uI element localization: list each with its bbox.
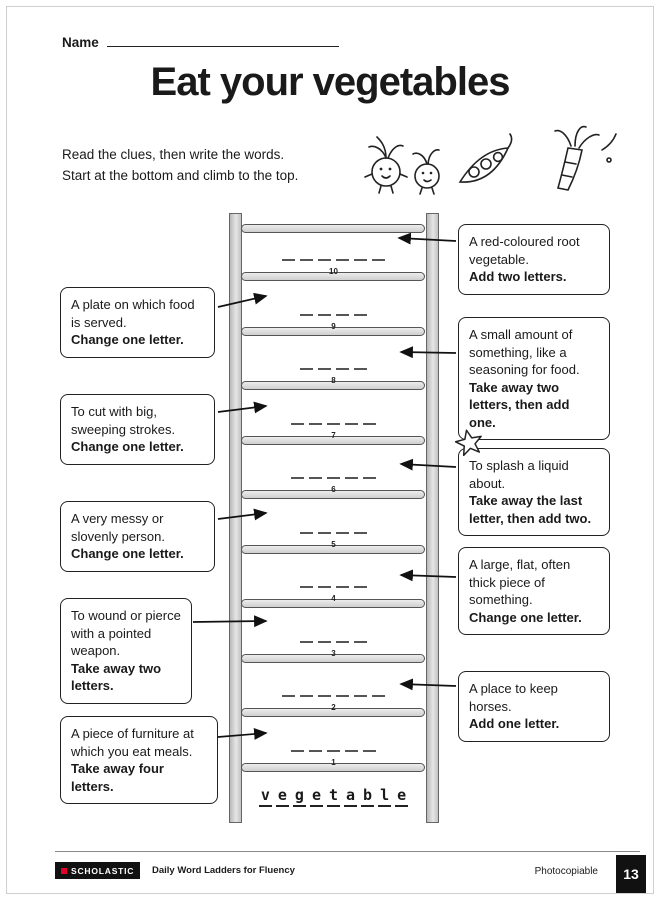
clue-text: A small amount of something, like a seas… bbox=[469, 327, 580, 378]
answer-blank-4[interactable] bbox=[243, 575, 424, 593]
answer-blank-10[interactable] bbox=[243, 248, 424, 266]
ladder-rung-bar bbox=[241, 436, 425, 445]
clue-left-3: A very messy or slovenly person. Change … bbox=[60, 501, 215, 572]
clue-left-2: To cut with big, sweeping strokes. Chang… bbox=[60, 394, 215, 465]
answer-blank-1[interactable] bbox=[243, 739, 424, 757]
rung-number: 3 bbox=[331, 649, 336, 658]
ladder-rung-bar bbox=[241, 224, 425, 233]
name-input-line[interactable] bbox=[106, 32, 339, 47]
series-title: Daily Word Ladders for Fluency bbox=[152, 865, 295, 876]
clue-text: To splash a liquid about. bbox=[469, 458, 569, 491]
answer-blank-2[interactable] bbox=[243, 684, 424, 702]
ladder-rung-bar bbox=[241, 490, 425, 499]
ladder-rung-bar bbox=[241, 545, 425, 554]
clue-action: Change one letter. bbox=[71, 332, 184, 348]
clue-text: A piece of furniture at which you eat me… bbox=[71, 726, 194, 759]
clue-action: Change one letter. bbox=[71, 439, 184, 455]
clue-action: Add two letters. bbox=[469, 269, 567, 285]
vegetables-illustration bbox=[364, 125, 617, 195]
clue-text: A large, flat, often thick piece of some… bbox=[469, 557, 571, 608]
clue-text: A plate on which food is served. bbox=[71, 297, 195, 330]
rung-number: 4 bbox=[331, 594, 336, 603]
ladder-rung-bar bbox=[241, 763, 425, 772]
clue-action: Take away four letters. bbox=[71, 761, 164, 794]
clue-left-4: To wound or pierce with a pointed weapon… bbox=[60, 598, 192, 704]
name-row: Name bbox=[62, 32, 339, 50]
clue-action: Take away the last letter, then add two. bbox=[469, 493, 592, 526]
ladder-step-2: 2 bbox=[243, 684, 424, 713]
ladder-step-6: 6 bbox=[243, 466, 424, 495]
clue-action: Change one letter. bbox=[469, 609, 582, 625]
ladder-step-7: 7 bbox=[243, 412, 424, 441]
ladder-rung-bar bbox=[241, 381, 425, 390]
answer-blank-7[interactable] bbox=[243, 412, 424, 430]
star-doodle bbox=[454, 429, 482, 456]
ladder-rung-bar bbox=[241, 272, 425, 281]
name-label: Name bbox=[62, 35, 99, 50]
ladder-step-4: 4 bbox=[243, 575, 424, 604]
answer-blank-3[interactable] bbox=[243, 630, 424, 648]
radish-character-1 bbox=[364, 136, 408, 194]
clue-text: To wound or pierce with a pointed weapon… bbox=[71, 608, 181, 659]
rung-number: 9 bbox=[331, 322, 336, 331]
answer-blank-9[interactable] bbox=[243, 303, 424, 321]
page-title: Eat your vegetables bbox=[150, 60, 511, 104]
ladder-step-9: 9 bbox=[243, 303, 424, 332]
clue-action: Change one letter. bbox=[71, 546, 184, 562]
clue-right-3: To splash a liquid about. Take away the … bbox=[458, 448, 610, 537]
radish-character-2 bbox=[412, 149, 440, 195]
instructions-line-1: Read the clues, then write the words. bbox=[62, 147, 285, 162]
answer-blank-8[interactable] bbox=[243, 357, 424, 375]
clue-right-4: A large, flat, often thick piece of some… bbox=[458, 547, 610, 636]
clue-text: A place to keep horses. bbox=[469, 681, 558, 714]
rung-number: 8 bbox=[331, 376, 336, 385]
footer-divider bbox=[55, 851, 640, 852]
answer-blank-5[interactable] bbox=[243, 521, 424, 539]
ladder-step-3: 3 bbox=[243, 630, 424, 659]
scholastic-logo-text: SCHOLASTIC bbox=[71, 865, 135, 876]
pea-pod bbox=[458, 133, 513, 183]
page-number-badge: 13 bbox=[616, 855, 646, 893]
ladder-left-rail bbox=[229, 213, 242, 823]
ladder-rung-bar bbox=[241, 654, 425, 663]
answer-blank-6[interactable] bbox=[243, 466, 424, 484]
rung-number: 1 bbox=[331, 758, 336, 767]
clue-action: Take away two letters, then add one. bbox=[469, 379, 570, 430]
clue-text: A red-coloured root vegetable. bbox=[469, 234, 580, 267]
clue-action: Take away two letters. bbox=[71, 660, 162, 694]
ladder-rung-bar bbox=[241, 327, 425, 336]
clue-right-5: A place to keep horses. Add one letter. bbox=[458, 671, 610, 742]
scholastic-logo-red-square bbox=[61, 867, 67, 874]
ladder-step-5: 5 bbox=[243, 521, 424, 550]
rung-number: 2 bbox=[331, 703, 336, 712]
ladder-right-rail bbox=[426, 213, 439, 823]
instructions: Read the clues, then write the words. St… bbox=[62, 144, 298, 186]
ladder-step-8: 8 bbox=[243, 357, 424, 386]
photocopiable-label: Photocopiable bbox=[534, 866, 598, 877]
clue-right-2: A small amount of something, like a seas… bbox=[458, 317, 610, 441]
clue-text: A very messy or slovenly person. bbox=[71, 511, 165, 544]
scholastic-logo: SCHOLASTIC bbox=[55, 862, 141, 879]
clue-left-1: A plate on which food is served. Change … bbox=[60, 287, 215, 358]
carrot bbox=[554, 125, 617, 191]
rung-number: 6 bbox=[331, 485, 336, 494]
rung-number: 5 bbox=[331, 540, 336, 549]
instructions-line-2: Start at the bottom and climb to the top… bbox=[62, 168, 299, 183]
clue-action: Add one letter. bbox=[469, 716, 560, 732]
ladder-step-1: 1 bbox=[243, 739, 424, 768]
clue-left-5: A piece of furniture at which you eat me… bbox=[60, 716, 218, 805]
clue-text: To cut with big, sweeping strokes. bbox=[71, 404, 176, 437]
clue-right-1: A red-coloured root vegetable. Add two l… bbox=[458, 224, 610, 295]
rung-number: 10 bbox=[329, 267, 338, 276]
ladder-rung-bar bbox=[241, 599, 425, 608]
ladder-rung-bar bbox=[241, 708, 425, 717]
ladder-step-10: 10 bbox=[243, 248, 424, 277]
rung-number: 7 bbox=[331, 431, 336, 440]
